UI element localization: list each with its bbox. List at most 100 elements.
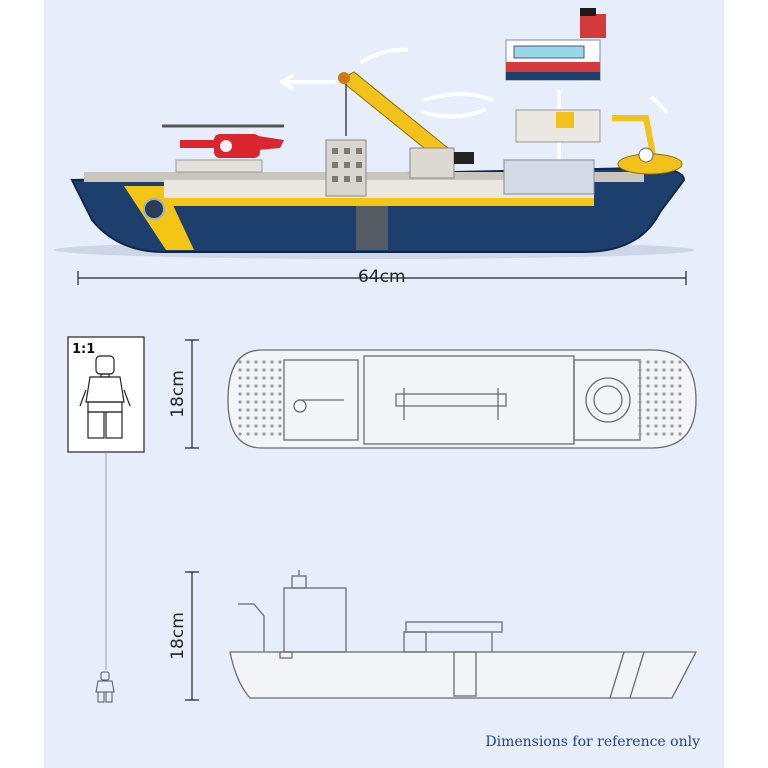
stud (638, 432, 642, 436)
stud (262, 408, 266, 412)
ship-bridge (505, 8, 606, 81)
stud (254, 392, 258, 396)
stud (246, 368, 250, 372)
stud (662, 416, 666, 420)
stud (678, 432, 682, 436)
stud (638, 392, 642, 396)
deck-yellow-trim (164, 198, 594, 206)
stud (270, 376, 274, 380)
minifigure-icon (79, 355, 131, 439)
stud (262, 400, 266, 404)
stud (646, 400, 650, 404)
stud (278, 432, 282, 436)
stud (678, 392, 682, 396)
scale-label: 1:1 (72, 342, 96, 357)
stud (670, 360, 674, 364)
stud (262, 416, 266, 420)
stud (246, 400, 250, 404)
stud (270, 424, 274, 428)
stud (646, 376, 650, 380)
stud (238, 400, 242, 404)
stud (270, 384, 274, 388)
stud (662, 400, 666, 404)
stud (278, 368, 282, 372)
stud (246, 408, 250, 412)
helicopter (162, 124, 284, 173)
stud (270, 432, 274, 436)
stud (654, 384, 658, 388)
stud (254, 416, 258, 420)
stud (262, 432, 266, 436)
crane-winch (454, 152, 474, 164)
height-dimension-line (185, 571, 199, 701)
stud (278, 424, 282, 428)
stud (678, 376, 682, 380)
stud (278, 384, 282, 388)
stud (238, 368, 242, 372)
stud (678, 424, 682, 428)
stud (670, 384, 674, 388)
stud (662, 432, 666, 436)
stud (670, 408, 674, 412)
stud (254, 360, 258, 364)
stud (646, 384, 650, 388)
side-view-drawing (229, 570, 698, 699)
stud (246, 424, 250, 428)
stud (238, 376, 242, 380)
stud (678, 400, 682, 404)
stud (654, 392, 658, 396)
tower-windows (332, 148, 362, 182)
stud (678, 416, 682, 420)
stud (678, 408, 682, 412)
stud (278, 408, 282, 412)
stud (646, 368, 650, 372)
stud (246, 360, 250, 364)
stud (646, 360, 650, 364)
stud (654, 368, 658, 372)
arrow-left-head (280, 74, 294, 90)
stud (278, 360, 282, 364)
stud (654, 432, 658, 436)
hull-technic-beam (356, 200, 388, 250)
product-dimension-sheet: 64cm 1:1 18cm 18cm Dimensions for refere… (44, 0, 724, 768)
stud (678, 384, 682, 388)
stud (662, 368, 666, 372)
stud (646, 416, 650, 420)
stud (646, 392, 650, 396)
stud (654, 400, 658, 404)
stud (262, 384, 266, 388)
stud (670, 368, 674, 372)
stud (654, 416, 658, 420)
stud (278, 392, 282, 396)
top-view-drawing (227, 349, 697, 449)
arrow-curve-top (360, 47, 408, 64)
stud (238, 432, 242, 436)
stud (662, 424, 666, 428)
stud (646, 408, 650, 412)
deck-module-winch (556, 112, 574, 128)
arrow-curve-mid2 (420, 108, 486, 119)
stud (662, 360, 666, 364)
height-label: 18cm (168, 612, 188, 660)
submersible (612, 115, 683, 175)
width-label: 18cm (168, 370, 188, 418)
stud (278, 376, 282, 380)
stud (254, 376, 258, 380)
stud (246, 416, 250, 420)
stud (270, 368, 274, 372)
stud (262, 424, 266, 428)
arrow-curve-mid (422, 92, 494, 102)
stud (670, 424, 674, 428)
stud (270, 400, 274, 404)
stud (662, 376, 666, 380)
stud (654, 424, 658, 428)
side-view-minifigure-icon (95, 671, 115, 703)
reference-note: Dimensions for reference only (485, 734, 700, 750)
stud (678, 368, 682, 372)
stud (238, 360, 242, 364)
stud (254, 408, 258, 412)
stud (238, 416, 242, 420)
stud (638, 368, 642, 372)
stud (638, 408, 642, 412)
stud (638, 376, 642, 380)
